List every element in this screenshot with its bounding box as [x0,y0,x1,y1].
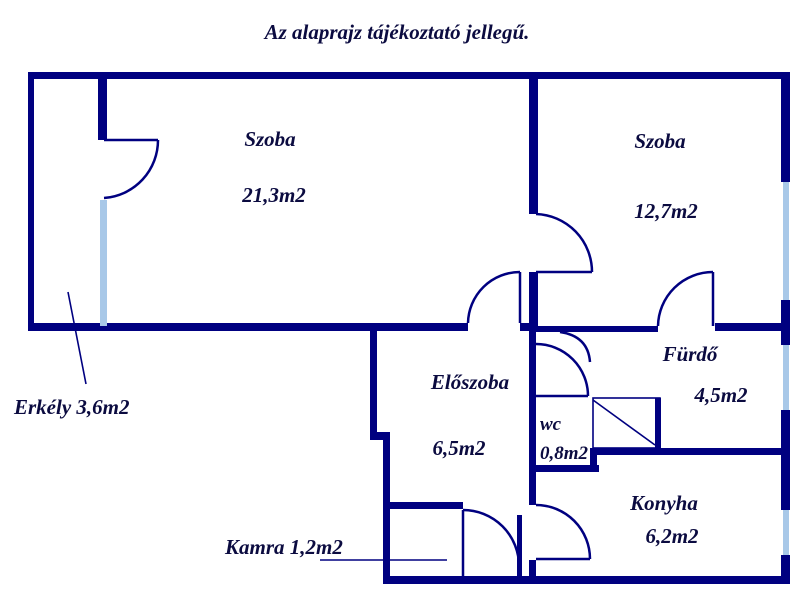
fixtures [67,291,661,561]
room-big-area: 21,3m2 [241,183,306,207]
wall-right-mid1 [781,300,790,345]
wc-name: wc [540,414,562,435]
door-wc-swing [535,342,590,397]
door-rooms-swing [535,212,594,273]
door-balcony-swing [103,139,160,200]
bath-name: Fürdő [662,342,719,366]
hall-area: 6,5m2 [432,436,486,460]
bath-fixture-wall [655,398,661,450]
wall-right-top [781,72,790,182]
wall-hall-step [370,432,389,440]
bath-fixture-diagonal [592,399,656,446]
hall-name: Előszoba [430,370,509,394]
balcony-leader-line [67,291,87,385]
door-wc-upper-arc [559,330,592,363]
walls [28,72,790,584]
window-kitchen [783,510,789,555]
pantry-label: Kamra 1,2m2 [224,535,343,559]
door-hall-room-swing [466,270,521,324]
wall-top [28,72,790,79]
bath-area: 4,5m2 [693,383,748,407]
plan-caption: Az alaprajz tájékoztató jellegű. [263,20,530,44]
room-big-name: Szoba [244,127,295,151]
wall-hall-right-upper [529,323,536,473]
wall-balcony-divider [98,72,107,140]
door-pantry-swing [462,508,521,567]
wall-room-divider-upper [529,72,538,214]
wc-area: 0,8m2 [540,443,589,464]
wall-hall-right-mid [529,465,536,505]
wall-room-divider-lower [529,272,538,332]
doors [103,138,715,576]
wall-wc-right [590,448,597,472]
wall-bottom [383,576,790,584]
wall-horizontal-bath-left [538,326,658,332]
wall-wc-bottom [529,465,599,472]
door-kitchen-swing [535,503,592,560]
wall-bath-bottom [590,448,790,455]
window-balcony [100,200,107,326]
wall-horizontal-mid [520,323,536,331]
room-right-area: 12,7m2 [634,199,698,223]
wall-horizontal-left [28,323,468,331]
wall-left [28,72,34,330]
wall-hall-left-upper [370,323,377,438]
wall-horizontal-right [715,323,790,331]
wall-hall-right-lower [529,560,536,582]
door-bath-swing [656,270,714,327]
wall-right-mid2 [781,410,790,510]
kitchen-name: Konyha [629,491,698,515]
wall-pantry-top [383,502,463,509]
balcony-label: Erkély 3,6m2 [13,395,130,419]
wall-right-bottom [781,555,790,584]
windows [100,182,789,555]
kitchen-area: 6,2m2 [645,524,699,548]
window-bath [783,345,789,410]
window-room-right [783,182,789,300]
room-labels: Szoba 21,3m2 Szoba 12,7m2 Előszoba 6,5m2… [13,127,748,559]
room-right-name: Szoba [634,129,685,153]
wall-pantry-right [517,515,522,580]
